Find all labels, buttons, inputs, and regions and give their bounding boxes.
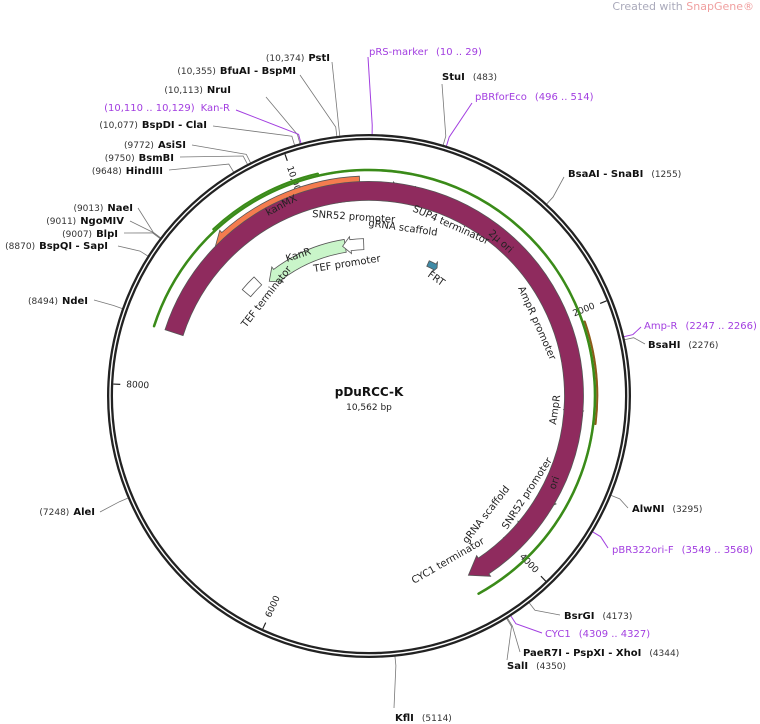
site-leader-line (441, 83, 447, 146)
site-leader-line (393, 655, 397, 709)
orf-line-cas9 (152, 168, 597, 595)
site-leader-line (610, 494, 629, 509)
plasmid-name: pDuRCC-K (335, 385, 404, 399)
tick-mark (599, 300, 607, 304)
site-label-naei[interactable]: (9013)NaeI (73, 203, 133, 214)
site-leader-line (212, 125, 296, 146)
site-labels-left: (10,374)PstI (10,355)BfuAI - BspMI (10,1… (5, 53, 330, 518)
site-leader-line (545, 176, 565, 205)
tick-mark (262, 622, 267, 630)
site-label-bsrgi[interactable]: BsrGI(4173) (564, 611, 632, 622)
site-leader-line (623, 337, 646, 345)
site-leader-lines (93, 56, 646, 709)
site-label-psti[interactable]: (10,374)PstI (266, 53, 330, 64)
primer-labels: pRS-marker(10 .. 29) pBRforEco(496 .. 51… (104, 47, 757, 640)
site-label-ndei[interactable]: (8494)NdeI (28, 296, 88, 307)
site-leader-line (528, 602, 561, 616)
feature-kanr (268, 238, 347, 283)
orf-line-kanmx (212, 172, 319, 231)
site-label-bspqi-sapi[interactable]: (8870)BspQI - SapI (5, 241, 108, 252)
site-leader-line (265, 96, 301, 145)
site-leader-line (129, 220, 162, 239)
site-leader-line (168, 163, 235, 173)
site-label-kfli[interactable]: KflI(5114) (395, 713, 452, 724)
primer-label-pbr322ori-f[interactable]: pBR322ori-F(3549 .. 3568) (612, 545, 753, 556)
site-leader-line (331, 61, 341, 137)
primer-leader-line (444, 102, 473, 152)
site-label-paer7i-pspxi-xhoi[interactable]: PaeR7I - PspXI - XhoI(4344) (523, 648, 679, 659)
site-leader-line (99, 497, 129, 513)
primer-label-cyc1[interactable]: CYC1(4309 .. 4327) (545, 629, 650, 640)
feature-label-ampr[interactable]: AmpR (548, 394, 563, 425)
site-label-bsmbi[interactable]: (9750)BsmBI (105, 153, 174, 164)
site-label-stui[interactable]: StuI(483) (442, 72, 497, 83)
site-label-ngomiv[interactable]: (9011)NgoMIV (46, 216, 124, 227)
site-leader-line (123, 232, 161, 240)
site-labels-right: StuI(483) BsaAI - SnaBI(1255) BsaHI(2276… (395, 72, 718, 724)
site-label-brui[interactable]: (10,113)NruI (164, 85, 231, 96)
site-label-bfuai-bspmi[interactable]: (10,355)BfuAI - BspMI (177, 66, 296, 77)
feature-label-frt[interactable]: FRT (425, 269, 447, 289)
primer-leader-line (367, 56, 373, 141)
feature-frt (426, 260, 438, 273)
feature-tef-terminator (241, 276, 263, 298)
site-leader-line (191, 144, 252, 164)
site-label-blpi[interactable]: (9007)BlpI (62, 229, 118, 240)
primer-label-amp-r[interactable]: Amp-R(2247 .. 2266) (644, 321, 757, 332)
site-label-asisi[interactable]: (9772)AsiSI (124, 140, 186, 151)
feature-cas9 (164, 181, 584, 577)
feature-label-tef-terminator[interactable]: TEF terminator (239, 264, 295, 331)
primer-leader-line (235, 109, 303, 149)
site-label-alei[interactable]: (7248)AleI (39, 507, 95, 518)
orf-line-ampr (583, 320, 599, 426)
primer-label-kan-r[interactable]: (10,110 .. 10,129)Kan-R (104, 103, 230, 114)
credit-prefix: Created with (612, 0, 683, 13)
site-leader-line (506, 617, 521, 653)
backbone-ring (107, 134, 631, 658)
tick-label: 6000 (264, 594, 283, 619)
tick-mark (284, 153, 288, 161)
site-label-bsahi[interactable]: BsaHI(2276) (648, 340, 718, 351)
site-label-alwni[interactable]: AlwNI(3295) (632, 504, 702, 515)
features (152, 168, 599, 595)
primer-label-pbrforeco[interactable]: pBRforEco(496 .. 514) (475, 92, 594, 103)
site-leader-line (299, 74, 338, 138)
site-label-hindiii[interactable]: (9648)HindIII (92, 166, 163, 177)
feature-label-cas9[interactable]: Cas9 (217, 541, 244, 562)
site-leader-line (179, 155, 249, 166)
site-leader-line (117, 245, 149, 257)
tick-mark (540, 575, 547, 582)
feature-label-ori[interactable]: ori (547, 475, 562, 491)
site-label-sali[interactable]: SalI(4350) (507, 661, 566, 672)
site-leader-line (505, 617, 512, 661)
tick-label: 8000 (126, 380, 150, 391)
site-label-bspdi-clai[interactable]: (10,077)BspDI - ClaI (99, 120, 207, 131)
feature-tef-promoter (342, 235, 365, 255)
plasmid-length: 10,562 bp (346, 403, 392, 413)
primer-label-prs-marker[interactable]: pRS-marker(10 .. 29) (369, 47, 482, 58)
credit-brand: SnapGene® (686, 0, 754, 13)
snapgene-credit: Created with SnapGene® (612, 0, 754, 13)
site-label-bsaai-snabi[interactable]: BsaAI - SnaBI(1255) (568, 169, 681, 180)
site-leader-line (93, 299, 124, 310)
site-leader-line (137, 207, 162, 239)
